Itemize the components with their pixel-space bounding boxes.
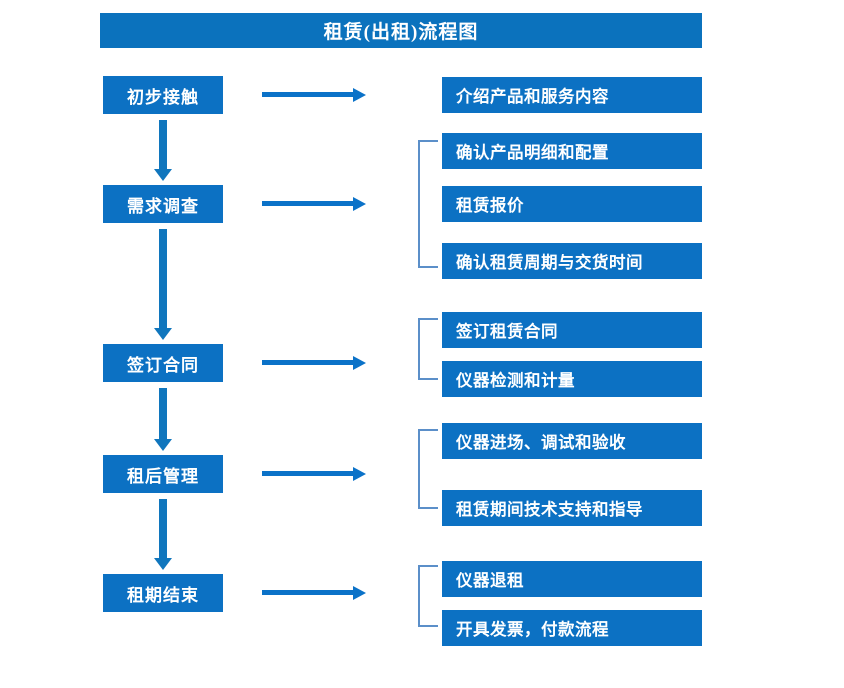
group-bracket-needs-survey	[418, 140, 438, 268]
group-bracket-sign-contract	[418, 318, 438, 380]
vertical-arrow-3-icon	[159, 388, 167, 440]
detail-box-instrument-inspection[interactable]: 仪器检测和计量	[442, 361, 702, 397]
detail-box-invoice-payment[interactable]: 开具发票，付款流程	[442, 610, 702, 646]
detail-box-rental-quotation[interactable]: 租赁报价	[442, 186, 702, 222]
detail-box-instrument-return[interactable]: 仪器退租	[442, 561, 702, 597]
group-bracket-post-rental	[418, 429, 438, 509]
detail-box-confirm-lease-period[interactable]: 确认租赁周期与交货时间	[442, 243, 702, 279]
vertical-arrow-4-icon	[159, 499, 167, 559]
vertical-arrow-2-icon	[159, 229, 167, 329]
horizontal-arrow-2-icon	[262, 201, 354, 206]
horizontal-arrow-3-icon	[262, 360, 354, 365]
stage-box-lease-end[interactable]: 租期结束	[103, 574, 223, 612]
horizontal-arrow-5-icon	[262, 590, 354, 595]
stage-box-post-rental-management[interactable]: 租后管理	[103, 455, 223, 493]
group-bracket-lease-end	[418, 565, 438, 627]
horizontal-arrow-1-icon	[262, 92, 354, 97]
stage-box-needs-survey[interactable]: 需求调查	[103, 185, 223, 223]
stage-box-initial-contact[interactable]: 初步接触	[103, 76, 223, 114]
stage-box-sign-contract[interactable]: 签订合同	[103, 344, 223, 382]
detail-box-sign-lease-contract[interactable]: 签订租赁合同	[442, 312, 702, 348]
detail-box-instrument-onsite-commissioning[interactable]: 仪器进场、调试和验收	[442, 423, 702, 459]
detail-box-technical-support[interactable]: 租赁期间技术支持和指导	[442, 490, 702, 526]
detail-box-introduce-products[interactable]: 介绍产品和服务内容	[442, 77, 702, 113]
vertical-arrow-1-icon	[159, 120, 167, 170]
chart-title: 租赁(出租)流程图	[100, 13, 702, 48]
detail-box-confirm-product-spec[interactable]: 确认产品明细和配置	[442, 133, 702, 169]
horizontal-arrow-4-icon	[262, 471, 354, 476]
